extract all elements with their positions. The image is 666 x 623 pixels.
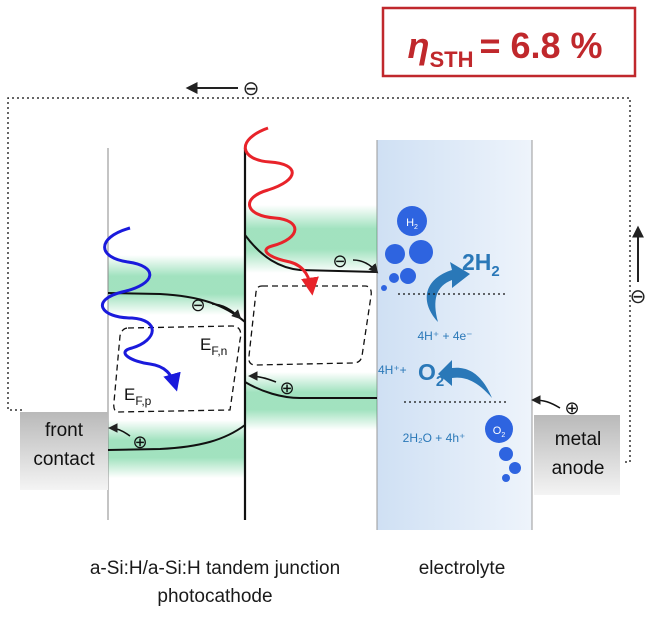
h2-product-label: 2H2 — [462, 249, 500, 280]
metal-anode-label-2: anode — [552, 458, 605, 479]
o2-bubble-label: O2 — [493, 425, 506, 439]
device-caption-line2: photocathode — [157, 586, 273, 607]
top-quasi-fermi-box — [248, 285, 372, 366]
o2-reaction-arrow — [438, 360, 492, 398]
anode-hole-arrow — [531, 395, 561, 409]
front-contact-label-2: contact — [33, 449, 95, 470]
bottom-vb — [107, 424, 246, 451]
blue-photon — [100, 226, 181, 392]
top-electron: ⊖ — [332, 251, 347, 271]
efp-label: EF,p — [124, 385, 152, 408]
electrolyte-region — [377, 140, 532, 530]
top-cb — [244, 234, 378, 273]
o2-product-label: O2 — [418, 359, 444, 390]
o2-bubble — [502, 474, 510, 482]
efficiency-box — [381, 6, 637, 78]
eta-symbol: η — [407, 25, 429, 66]
h2-bubble — [400, 268, 416, 284]
o2-bubble-large — [485, 415, 513, 443]
circuit-electron-right: ⊖ — [630, 286, 647, 308]
h2-bubble — [385, 244, 405, 264]
h2-reactants-label: 4H⁺ + 4e⁻ — [417, 329, 472, 343]
o2-prefix-label: 4H⁺+ — [378, 363, 407, 377]
efn-label: EF,n — [200, 335, 227, 358]
top-cell-vb-glow — [245, 372, 377, 430]
anode-hole: ⊕ — [564, 398, 579, 418]
efficiency-value: = 6.8 % — [479, 25, 602, 66]
electrolyte-caption: electrolyte — [418, 558, 506, 579]
efficiency-label: ηSTH= 6.8 % — [407, 25, 602, 72]
h2-bubble — [389, 273, 399, 283]
red-photon — [243, 126, 319, 296]
h2-bubble — [409, 240, 433, 264]
top-hole-arrow — [248, 371, 277, 383]
circuit-electron-top: ⊖ — [243, 78, 260, 100]
o2-bubble — [499, 447, 513, 461]
bottom-quasi-fermi-box — [113, 325, 242, 413]
o2-reactants-label: 2H₂O + 4h⁺ — [403, 431, 466, 445]
eta-subscript: STH — [429, 47, 473, 72]
top-vb — [244, 381, 377, 399]
front-hole: ⊕ — [132, 432, 147, 452]
front-hole-arrow — [108, 423, 131, 437]
external-circuit — [7, 97, 631, 463]
bottom-electron-arrow — [211, 303, 242, 320]
top-electron-arrow — [352, 259, 379, 274]
bottom-electron: ⊖ — [190, 295, 205, 315]
o2-bubble — [509, 462, 521, 474]
metal-anode-block — [534, 415, 620, 495]
top-hole: ⊕ — [279, 378, 294, 398]
metal-anode-label-1: metal — [555, 429, 601, 450]
h2-reaction-arrow — [426, 262, 470, 322]
front-contact-block — [20, 412, 108, 490]
h2-bubble — [381, 285, 387, 291]
h2-bubble-large — [397, 206, 427, 236]
bottom-cell-cb-glow — [108, 255, 246, 315]
h2-bubble-label: H2 — [406, 217, 418, 231]
front-contact-label-1: front — [45, 420, 84, 441]
device-caption-line1: a-Si:H/a-Si:H tandem junction — [89, 558, 341, 579]
